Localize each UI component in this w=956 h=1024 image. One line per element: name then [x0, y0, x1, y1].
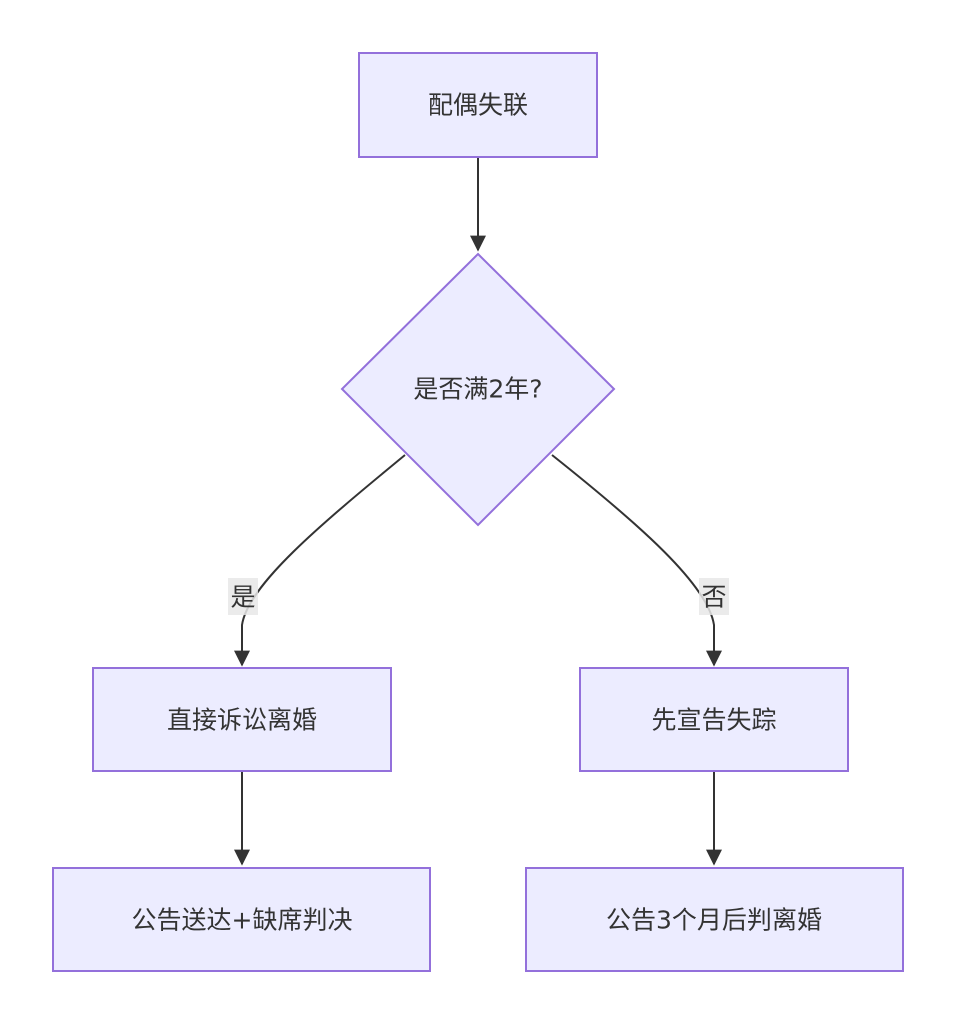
- node-decision: 是否满2年?: [340, 252, 616, 527]
- node-spouse-lost: 配偶失联: [358, 52, 598, 158]
- node-notice-default-box: [52, 867, 431, 972]
- node-notice-3months-label: 公告3个月后判离婚: [606, 906, 822, 935]
- edge-decision-to-direct-divorce: [234, 454, 406, 667]
- edge-label-yes: 是: [228, 578, 258, 615]
- edge-label-no: 否: [699, 578, 729, 615]
- node-decision-diamond: [340, 252, 616, 527]
- node-declare-missing: 先宣告失踪: [579, 667, 849, 772]
- edges: [234, 158, 722, 866]
- node-spouse-lost-box: [358, 52, 598, 158]
- node-direct-divorce: 直接诉讼离婚: [92, 667, 392, 772]
- node-notice-3months-box: [525, 867, 904, 972]
- node-notice-default-label: 公告送达+缺席判决: [132, 906, 353, 935]
- edge-label-no-text: 否: [701, 583, 726, 612]
- node-direct-divorce-label: 直接诉讼离婚: [167, 706, 317, 735]
- edge-decision-to-declare-missing: [551, 454, 722, 667]
- node-direct-divorce-box: [92, 667, 392, 772]
- edge-label-no-background: [699, 578, 729, 615]
- node-notice-default: 公告送达+缺席判决: [52, 867, 431, 972]
- node-decision-label: 是否满2年?: [413, 375, 542, 404]
- edge-label-yes-background: [228, 578, 258, 615]
- node-declare-missing-box: [579, 667, 849, 772]
- edge-label-yes-text: 是: [230, 583, 255, 612]
- node-declare-missing-label: 先宣告失踪: [651, 706, 776, 735]
- node-spouse-lost-label: 配偶失联: [428, 91, 528, 120]
- node-notice-3months: 公告3个月后判离婚: [525, 867, 904, 972]
